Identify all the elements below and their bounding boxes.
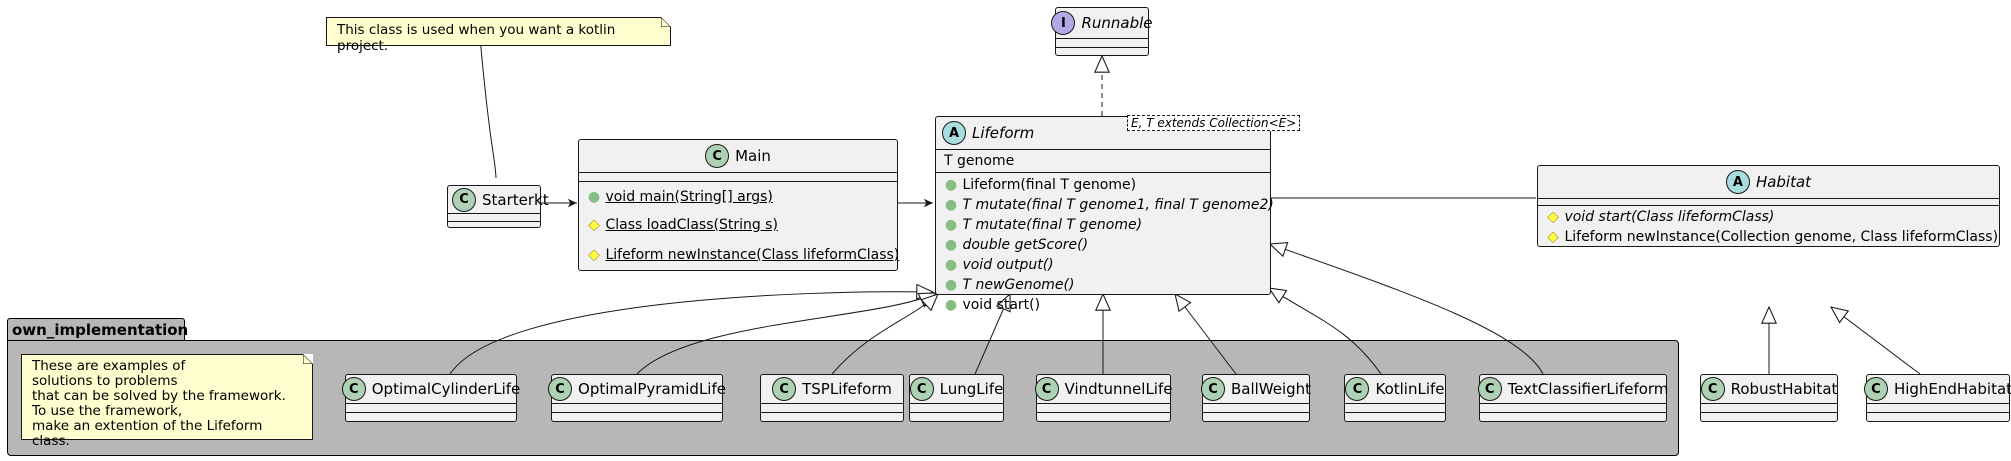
class-stereotype-icon: C xyxy=(548,377,573,401)
package-name: own_implementation xyxy=(12,321,189,339)
class-runnable[interactable]: I Runnable xyxy=(1051,7,1153,56)
public-visibility-icon: ● xyxy=(944,237,958,253)
class-lifeform[interactable]: A Lifeform T genome ● Lifeform(final T g… xyxy=(935,116,1274,313)
method-newinstance: ◆ Lifeform newInstance(Class lifeformCla… xyxy=(579,240,899,270)
class-stereotype-icon: C xyxy=(1200,377,1225,401)
note-link-line xyxy=(479,36,497,179)
ballweight-inheritance xyxy=(1175,294,1237,375)
method-habitat-start: ◆ void start(Class lifeformClass) xyxy=(1547,209,1775,226)
class-name: Starterkt xyxy=(482,190,549,209)
class-name: LungLife xyxy=(939,380,1004,398)
public-visibility-icon: ● xyxy=(944,277,958,293)
lunglife-inheritance xyxy=(974,294,1010,375)
method-main: ● void main(String[] args) xyxy=(587,189,773,205)
method-newgenome: ● T newGenome() xyxy=(944,277,1075,293)
examples-note: These are examples of solutions to probl… xyxy=(21,354,313,449)
method-constructor: ● Lifeform(final T genome) xyxy=(944,177,1137,193)
note-fold-icon xyxy=(661,17,671,27)
class-name: BallWeight xyxy=(1230,380,1312,398)
method-output: ● void output() xyxy=(944,257,1054,273)
note-fold-icon xyxy=(303,354,313,364)
class-name: Lifeform xyxy=(972,124,1035,142)
public-visibility-icon: ● xyxy=(944,297,958,313)
protected-visibility-icon: ◆ xyxy=(1547,209,1559,226)
class-stereotype-icon: C xyxy=(452,187,476,212)
abstract-stereotype-icon: A xyxy=(1725,170,1750,194)
public-visibility-icon: ● xyxy=(587,189,601,205)
package-tab: own_implementation xyxy=(7,318,189,341)
protected-visibility-icon: ◆ xyxy=(1547,229,1559,246)
class-stereotype-icon: C xyxy=(1034,377,1059,401)
class-stereotype-icon: C xyxy=(1345,377,1370,401)
kotlinlife-inheritance xyxy=(1269,288,1382,375)
class-stereotype-icon: C xyxy=(772,377,797,401)
class-name: OptimalPyramidLife xyxy=(578,380,726,398)
examples-note-line: To use the framework, xyxy=(32,403,183,419)
class-stereotype-icon: C xyxy=(705,144,730,168)
class-name: VindtunnelLife xyxy=(1064,380,1173,398)
optimalcylinderlife-inheritance xyxy=(449,292,933,375)
class-stereotype-icon: C xyxy=(1863,377,1888,401)
class-name: Habitat xyxy=(1755,173,1812,191)
class-name: KotlinLife xyxy=(1375,380,1445,398)
interface-stereotype-icon: I xyxy=(1051,11,1076,35)
class-name: Main xyxy=(735,147,771,165)
class-name: Runnable xyxy=(1081,14,1153,32)
class-optimalcylinderlife[interactable]: C OptimalCylinderLife xyxy=(341,374,520,422)
class-textclassifierlifeform[interactable]: C TextClassifierLifeform xyxy=(1477,374,1669,422)
field-genome: T genome xyxy=(944,153,1015,169)
optimalpyramidlife-inheritance xyxy=(636,293,936,375)
class-tsplifeform[interactable]: C TSPLifeform xyxy=(760,374,904,422)
class-lunglife[interactable]: C LungLife xyxy=(909,374,1004,422)
method-loadclass: ◆ Class loadClass(String s) xyxy=(579,210,897,240)
examples-note-line: solutions to problems xyxy=(32,373,178,389)
class-highendhabitat[interactable]: C HighEndHabitat xyxy=(1863,374,2011,422)
kotlin-note-text: This class is used when you want a kotli… xyxy=(337,22,616,54)
class-main[interactable]: C Main ● void main(String[] args) ◆ Clas… xyxy=(578,139,899,271)
public-visibility-icon: ● xyxy=(944,257,958,273)
public-visibility-icon: ● xyxy=(944,217,958,233)
public-visibility-icon: ● xyxy=(944,177,958,193)
class-habitat[interactable]: A Habitat ◆ void start(Class lifeformCla… xyxy=(1537,165,2000,247)
class-kotlinlife[interactable]: C KotlinLife xyxy=(1344,374,1446,422)
abstract-stereotype-icon: A xyxy=(942,121,966,145)
class-name: OptimalCylinderLife xyxy=(371,380,521,398)
class-stereotype-icon: C xyxy=(1477,377,1502,401)
class-ballweight[interactable]: C BallWeight xyxy=(1200,374,1312,422)
examples-note-line: that can be solved by the framework. xyxy=(32,388,286,404)
class-name: TextClassifierLifeform xyxy=(1507,380,1669,398)
method-habitat-newinstance: ◆ Lifeform newInstance(Collection genome… xyxy=(1547,229,1999,246)
class-starterkt[interactable]: C Starterkt xyxy=(447,185,549,228)
examples-note-line: These are examples of xyxy=(32,358,186,374)
public-visibility-icon: ● xyxy=(944,197,958,213)
protected-visibility-icon: ◆ xyxy=(588,247,600,264)
tsplifeform-inheritance xyxy=(831,294,938,375)
method-getscore: ● double getScore() xyxy=(944,237,1089,253)
class-vindtunnellife[interactable]: C VindtunnelLife xyxy=(1034,374,1173,422)
class-stereotype-icon: C xyxy=(341,377,366,401)
generic-parameter-tag: E, T extends Collection<E> xyxy=(1127,115,1301,131)
method-mutate-one: ● T mutate(final T genome) xyxy=(944,217,1143,233)
class-name: HighEndHabitat xyxy=(1893,380,2011,398)
class-stereotype-icon: C xyxy=(1700,377,1725,401)
textclassifierlifeform-inheritance xyxy=(1270,244,1544,375)
class-robusthabitat[interactable]: C RobustHabitat xyxy=(1700,374,1838,422)
highendhabitat-inheritance xyxy=(1831,307,1921,375)
kotlin-note: This class is used when you want a kotli… xyxy=(326,17,671,54)
method-start: ● void start() xyxy=(944,297,1041,313)
protected-visibility-icon: ◆ xyxy=(588,217,600,234)
class-name: RobustHabitat xyxy=(1730,380,1838,398)
class-name: TSPLifeform xyxy=(802,380,892,398)
method-mutate-two: ● T mutate(final T genome1, final T geno… xyxy=(944,197,1274,213)
class-stereotype-icon: C xyxy=(909,377,934,401)
examples-note-line: make an extention of the Lifeform class. xyxy=(32,418,263,449)
class-optimalpyramidlife[interactable]: C OptimalPyramidLife xyxy=(548,374,726,422)
